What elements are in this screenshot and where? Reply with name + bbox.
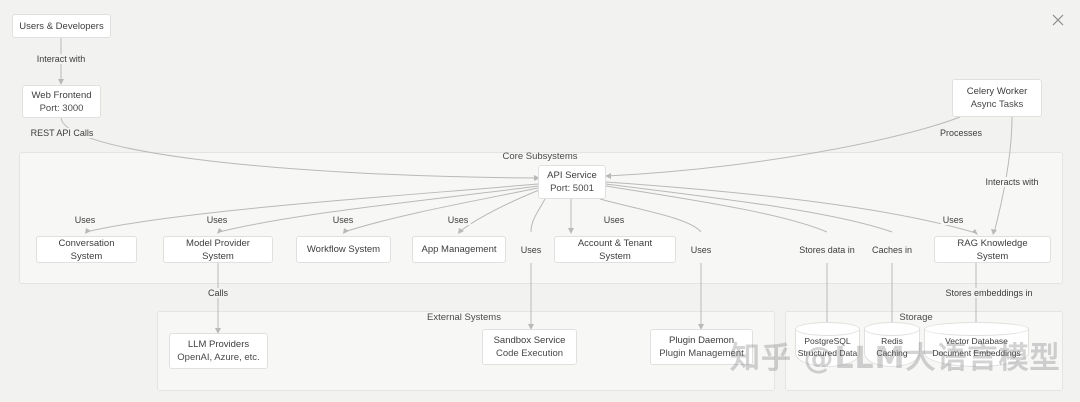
edge-label-uses-rag: Uses	[940, 215, 966, 225]
node-celery-worker[interactable]: Celery Worker Async Tasks	[952, 79, 1042, 117]
node-rag-knowledge-system-line1: RAG Knowledge System	[957, 237, 1028, 262]
node-web-frontend-line1: Web Frontend	[31, 89, 92, 101]
node-web-frontend[interactable]: Web Frontend Port: 3000	[22, 85, 101, 118]
node-postgresql-text: PostgreSQL Structured Data	[795, 334, 860, 358]
edge-label-interacts-with: Interacts with	[983, 177, 1041, 187]
edge-label-stores-data-in: Stores data in	[797, 245, 857, 255]
node-account-and-tenant-system[interactable]: Account & Tenant System	[554, 236, 676, 263]
node-llm-providers[interactable]: LLM Providers OpenAI, Azure, etc.	[169, 333, 268, 369]
edge-label-uses-model-provider: Uses	[204, 215, 230, 225]
group-label-storage: Storage	[899, 312, 933, 323]
edge-label-uses-sandbox: Uses	[518, 245, 544, 255]
edge-label-interact-with: Interact with	[34, 54, 88, 64]
node-llm-providers-line1: LLM Providers	[187, 339, 250, 350]
node-sandbox-service-line2: Code Execution	[495, 348, 564, 359]
node-llm-providers-line2: OpenAI, Azure, etc.	[177, 352, 260, 363]
group-label-external-systems: External Systems	[427, 312, 501, 323]
edge-label-uses-app-management: Uses	[445, 215, 471, 225]
node-workflow-system[interactable]: Workflow System	[296, 236, 391, 263]
node-plugin-daemon-line1: Plugin Daemon	[669, 335, 734, 346]
edge-label-uses-conversation: Uses	[72, 215, 98, 225]
node-api-service-line1: API Service	[547, 170, 597, 181]
node-vector-database[interactable]: Vector Database Document Embeddings	[924, 322, 1029, 367]
node-api-service[interactable]: API Service Port: 5001	[538, 165, 606, 199]
node-celery-worker-line2: Async Tasks	[970, 99, 1024, 110]
node-plugin-daemon[interactable]: Plugin Daemon Plugin Management	[650, 329, 753, 365]
edge-label-stores-embeddings-in: Stores embeddings in	[943, 288, 1035, 298]
node-vector-database-text: Vector Database Document Embeddings	[924, 334, 1029, 358]
node-model-provider-system-line1: Model Provider System	[186, 237, 250, 262]
edge-label-processes: Processes	[937, 128, 985, 138]
node-redis-text: Redis Caching	[864, 334, 920, 358]
edge-label-rest-api-calls: REST API Calls	[28, 128, 96, 138]
edge-label-uses-account-tenant: Uses	[601, 215, 627, 225]
node-postgresql-line2: Structured Data	[797, 347, 858, 358]
redis-cylinder-body	[864, 329, 920, 367]
node-redis-line2: Caching	[876, 347, 908, 358]
node-conversation-system[interactable]: Conversation System	[36, 236, 137, 263]
node-sandbox-service-line1: Sandbox Service	[493, 335, 566, 346]
node-rag-knowledge-system[interactable]: RAG Knowledge System	[934, 236, 1051, 263]
node-plugin-daemon-line2: Plugin Management	[659, 348, 744, 359]
node-workflow-system-line1: Workflow System	[306, 244, 381, 255]
edge-label-caches-in: Caches in	[869, 245, 915, 255]
edge-label-uses-workflow: Uses	[330, 215, 356, 225]
node-postgresql-line1: PostgreSQL	[804, 335, 851, 346]
node-vector-database-line1: Vector Database	[945, 335, 1008, 346]
node-api-service-line2: Port: 5001	[550, 183, 594, 194]
group-label-core-subsystems: Core Subsystems	[502, 151, 578, 162]
edge-label-calls: Calls	[205, 288, 231, 298]
node-app-management[interactable]: App Management	[412, 236, 506, 263]
node-conversation-system-line1: Conversation System	[58, 237, 115, 262]
node-redis-line1: Redis	[881, 335, 903, 346]
node-celery-worker-line1: Celery Worker	[966, 86, 1028, 97]
node-account-and-tenant-system-line1: Account & Tenant System	[577, 237, 653, 262]
close-icon[interactable]	[1050, 12, 1066, 28]
node-users-and-developers-line1: Users & Developers	[19, 20, 104, 32]
node-model-provider-system[interactable]: Model Provider System	[163, 236, 273, 263]
node-vector-database-line2: Document Embeddings	[932, 347, 1021, 358]
node-postgresql[interactable]: PostgreSQL Structured Data	[795, 322, 860, 367]
node-web-frontend-line2: Port: 3000	[39, 102, 84, 114]
node-app-management-line1: App Management	[421, 244, 497, 255]
edge-label-uses-plugin: Uses	[688, 245, 714, 255]
node-sandbox-service[interactable]: Sandbox Service Code Execution	[482, 329, 577, 365]
node-users-and-developers[interactable]: Users & Developers	[12, 14, 111, 38]
node-redis[interactable]: Redis Caching	[864, 322, 920, 367]
